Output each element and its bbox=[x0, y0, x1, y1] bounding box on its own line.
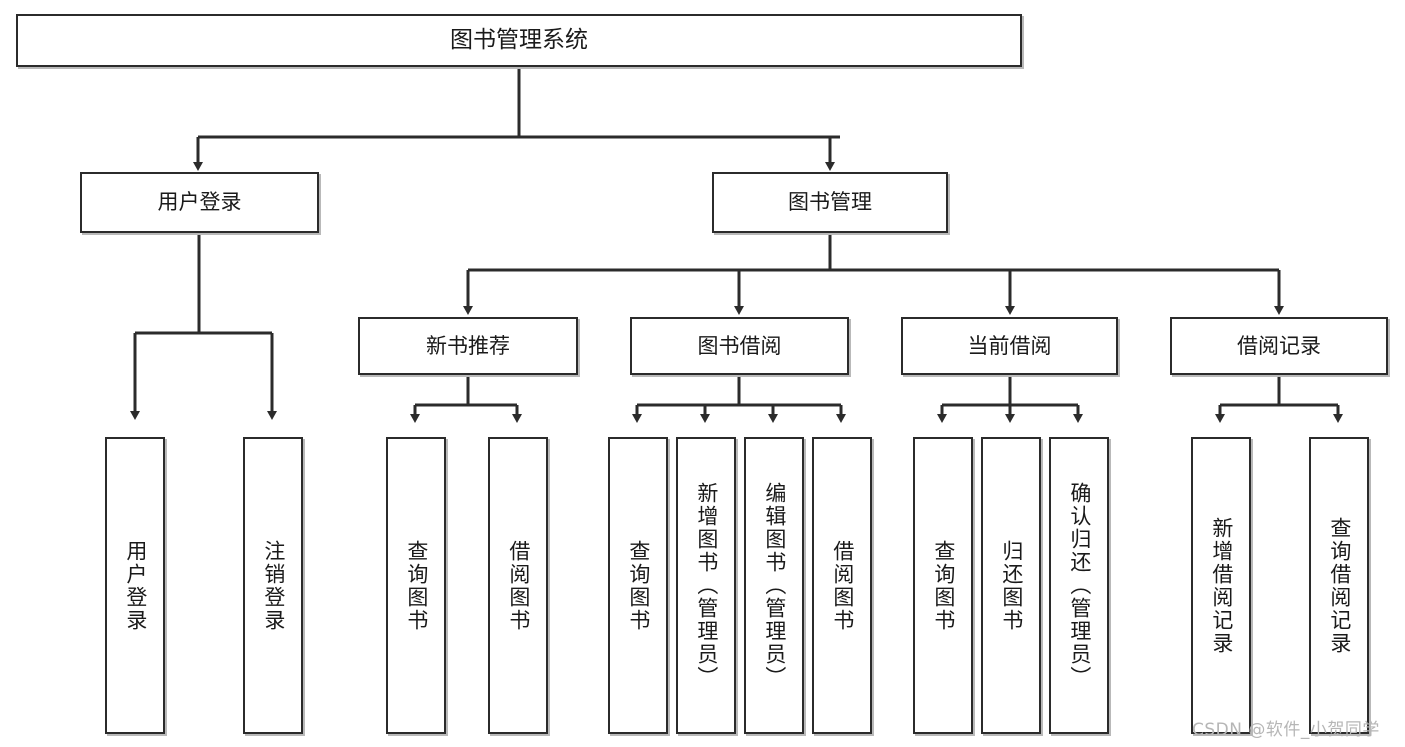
leaf-book-borrow-query-books[interactable]: 查询图书 bbox=[608, 437, 668, 734]
node-label: 查询借阅记录 bbox=[1327, 516, 1352, 655]
node-label: 用户登录 bbox=[157, 190, 242, 215]
node-label: 注销登录 bbox=[261, 539, 286, 632]
node-book-management[interactable]: 图书管理 bbox=[712, 172, 948, 233]
leaf-borrow-record-add-record[interactable]: 新增借阅记录 bbox=[1191, 437, 1251, 734]
leaf-new-book-borrow-books[interactable]: 借阅图书 bbox=[488, 437, 548, 734]
node-book-borrow[interactable]: 图书借阅 bbox=[630, 317, 849, 375]
node-label: 借阅记录 bbox=[1237, 333, 1321, 358]
node-root-book-management-system[interactable]: 图书管理系统 bbox=[16, 14, 1022, 67]
node-label: 查询图书 bbox=[931, 539, 956, 632]
node-user-login[interactable]: 用户登录 bbox=[80, 172, 319, 233]
node-label: 确认归还（管理员） bbox=[1067, 482, 1092, 689]
watermark-csdn: CSDN @软件_小贺同学 bbox=[1192, 720, 1380, 740]
node-label: 借阅图书 bbox=[506, 539, 531, 632]
leaf-user-login-logout[interactable]: 注销登录 bbox=[243, 437, 303, 734]
leaf-current-borrow-confirm-return-admin[interactable]: 确认归还（管理员） bbox=[1049, 437, 1109, 734]
node-label: 新增借阅记录 bbox=[1209, 516, 1234, 655]
node-label: 归还图书 bbox=[999, 539, 1024, 632]
node-label: 新增图书（管理员） bbox=[694, 482, 719, 689]
node-label: 编辑图书（管理员） bbox=[762, 482, 787, 689]
leaf-current-borrow-query-books[interactable]: 查询图书 bbox=[913, 437, 973, 734]
node-current-borrow[interactable]: 当前借阅 bbox=[901, 317, 1118, 375]
node-label: 借阅图书 bbox=[830, 539, 855, 632]
node-label: 查询图书 bbox=[404, 539, 429, 632]
node-label: 查询图书 bbox=[626, 539, 651, 632]
leaf-new-book-query-books[interactable]: 查询图书 bbox=[386, 437, 446, 734]
node-label: 当前借阅 bbox=[967, 333, 1052, 358]
node-label: 用户登录 bbox=[123, 539, 148, 632]
node-new-book-recommend[interactable]: 新书推荐 bbox=[358, 317, 578, 375]
node-label: 图书借阅 bbox=[697, 333, 782, 358]
node-borrow-record[interactable]: 借阅记录 bbox=[1170, 317, 1388, 375]
leaf-book-borrow-edit-book-admin[interactable]: 编辑图书（管理员） bbox=[744, 437, 804, 734]
leaf-user-login-login[interactable]: 用户登录 bbox=[105, 437, 165, 734]
leaf-book-borrow-add-book-admin[interactable]: 新增图书（管理员） bbox=[676, 437, 736, 734]
node-label: 图书管理 bbox=[788, 190, 872, 215]
leaf-current-borrow-return-books[interactable]: 归还图书 bbox=[981, 437, 1041, 734]
node-label: 图书管理系统 bbox=[450, 26, 588, 53]
node-label: 新书推荐 bbox=[426, 333, 510, 358]
leaf-borrow-record-query-record[interactable]: 查询借阅记录 bbox=[1309, 437, 1369, 734]
leaf-book-borrow-borrow-books[interactable]: 借阅图书 bbox=[812, 437, 872, 734]
